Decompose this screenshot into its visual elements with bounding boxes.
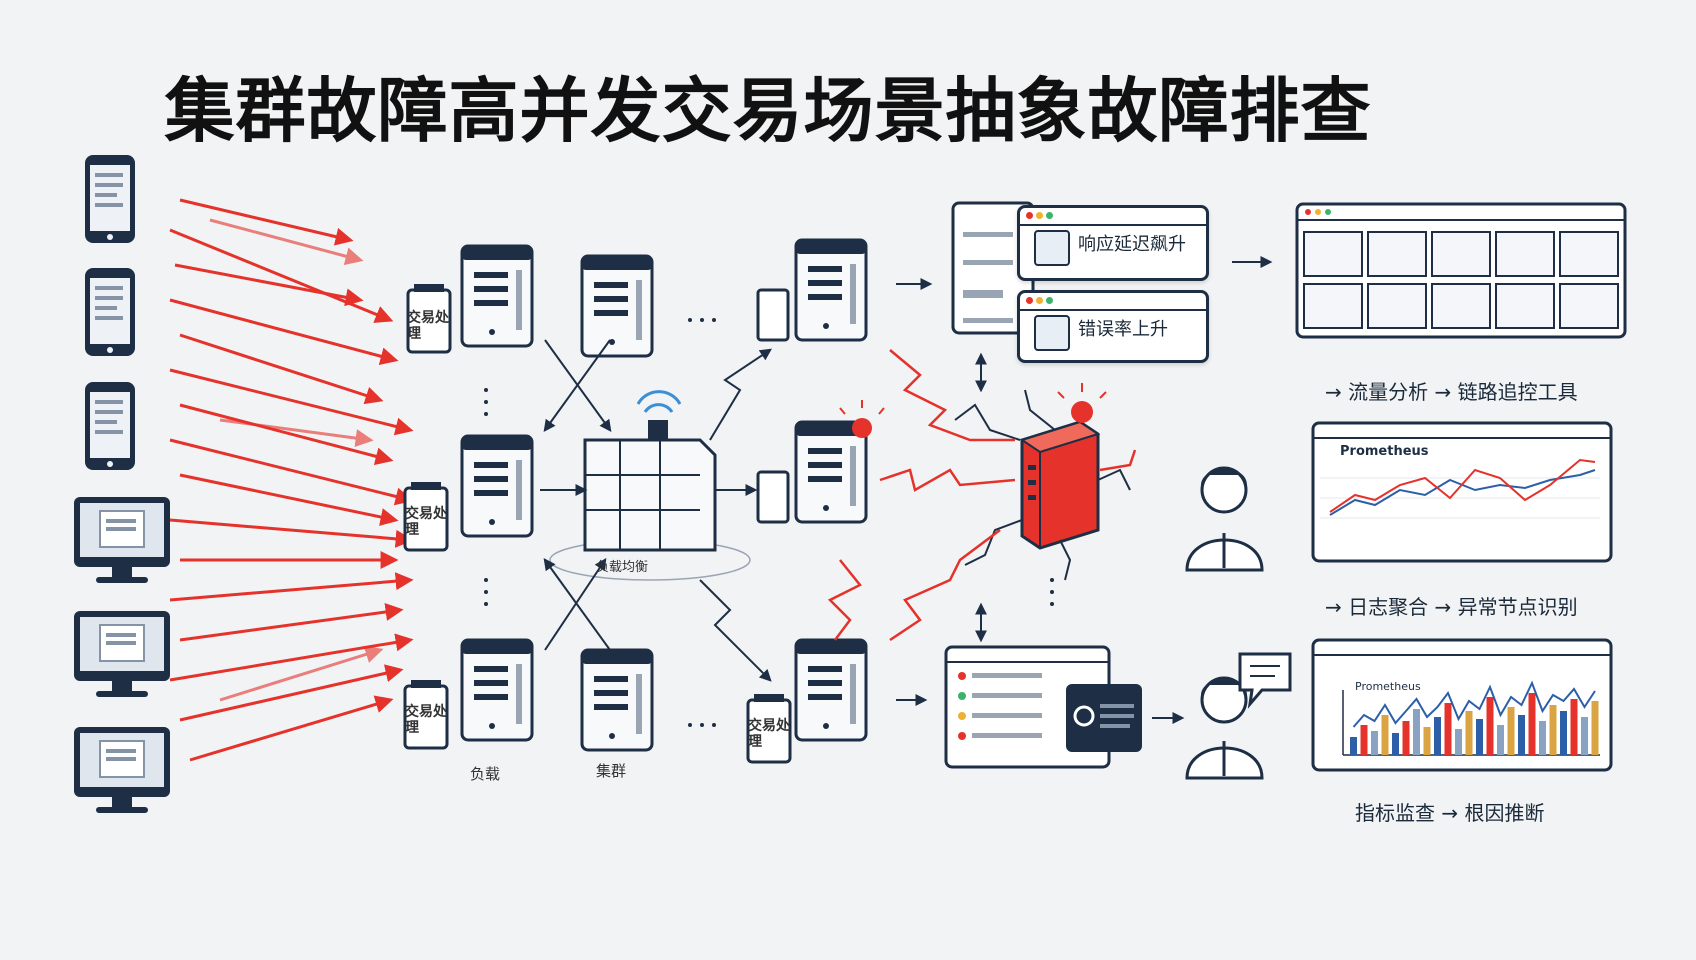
bar xyxy=(1423,727,1431,755)
server-icon xyxy=(794,638,868,742)
flow-label-logs: → 日志聚合 → 异常节点识别 xyxy=(1325,595,1578,619)
bar-group xyxy=(1350,693,1599,755)
bar xyxy=(1360,725,1368,755)
bar xyxy=(1476,719,1483,755)
bottom-left-label: 负载 xyxy=(470,765,501,783)
user-icon xyxy=(1034,315,1070,351)
server-small-icon xyxy=(756,470,790,524)
card-titlebar xyxy=(1020,208,1206,226)
failing-server-icon xyxy=(1019,383,1107,550)
person-icon xyxy=(1185,466,1264,572)
bar xyxy=(1539,721,1546,755)
transaction-label: 交易处理 xyxy=(405,506,447,538)
server-icon xyxy=(460,244,534,348)
bar xyxy=(1518,715,1525,755)
trend-line xyxy=(1352,680,1596,728)
card-titlebar xyxy=(1020,293,1206,311)
metrics-title: Prometheus xyxy=(1355,680,1421,693)
bar xyxy=(1507,707,1515,755)
bar xyxy=(1528,693,1536,755)
transaction-label: 交易处理 xyxy=(405,704,447,736)
bar xyxy=(1591,701,1599,755)
prometheus-title: Prometheus xyxy=(1340,444,1429,459)
transaction-label: 交易处理 xyxy=(407,310,449,342)
server-icon xyxy=(580,648,654,752)
user-icon xyxy=(1034,230,1070,266)
bar xyxy=(1413,709,1420,755)
bar xyxy=(1350,737,1357,755)
error-lightning xyxy=(827,349,1137,642)
latency-alert-card: 响应延迟飙升 xyxy=(1017,205,1209,281)
alert-panel-back xyxy=(951,201,1035,335)
traffic-arrows xyxy=(169,198,414,762)
server-icon xyxy=(580,254,654,358)
dashboard-grid xyxy=(1295,202,1627,339)
bar xyxy=(1549,705,1557,755)
flow-label-traffic: → 流量分析 → 链路追控工具 xyxy=(1325,380,1578,404)
bar xyxy=(1392,733,1399,755)
page-title: 集群故障高并发交易场景抽象故障排查 xyxy=(164,70,1372,152)
bar xyxy=(1402,721,1410,755)
bar xyxy=(1455,729,1462,755)
connection-arrows xyxy=(540,256,1273,724)
server-icon xyxy=(460,638,534,742)
phone-icon xyxy=(85,382,135,470)
crack-lines xyxy=(954,389,1131,581)
bar xyxy=(1497,725,1504,755)
alarm-icon xyxy=(839,400,885,438)
error-rate-alert-card: 错误率上升 xyxy=(1017,290,1209,363)
phone-icon xyxy=(85,268,135,356)
bar xyxy=(1444,703,1452,755)
server-icon xyxy=(460,434,534,538)
bar xyxy=(1486,697,1494,755)
error-rate-alert-text: 错误率上升 xyxy=(1078,319,1168,340)
log-panel xyxy=(944,645,1142,769)
latency-alert-text: 响应延迟飙升 xyxy=(1078,234,1186,255)
server-icon xyxy=(794,238,868,342)
prometheus-line-chart xyxy=(1311,421,1613,563)
bar xyxy=(1570,699,1578,755)
bar xyxy=(1434,717,1441,755)
bar xyxy=(1371,731,1378,755)
flow-label-metrics: 指标监查 → 根因推断 xyxy=(1355,801,1545,825)
bar xyxy=(1581,717,1588,755)
server-small-icon xyxy=(756,288,790,342)
chat-bubble-icon xyxy=(1238,652,1292,709)
monitor-icon xyxy=(73,496,171,584)
monitor-icon xyxy=(73,726,171,814)
phone-icon xyxy=(85,155,135,243)
monitor-icon xyxy=(73,610,171,698)
load-balancer-icon xyxy=(549,390,751,581)
ellipsis-dots xyxy=(484,318,1054,727)
server-icon xyxy=(794,420,868,524)
transaction-label: 交易处理 xyxy=(748,718,790,750)
bar xyxy=(1381,715,1389,755)
bar xyxy=(1465,711,1473,755)
bar xyxy=(1560,711,1567,755)
bottom-mid-label: 集群 xyxy=(596,762,627,780)
person-icon xyxy=(1185,676,1264,780)
load-balancer-label: 负载均衡 xyxy=(596,560,649,575)
